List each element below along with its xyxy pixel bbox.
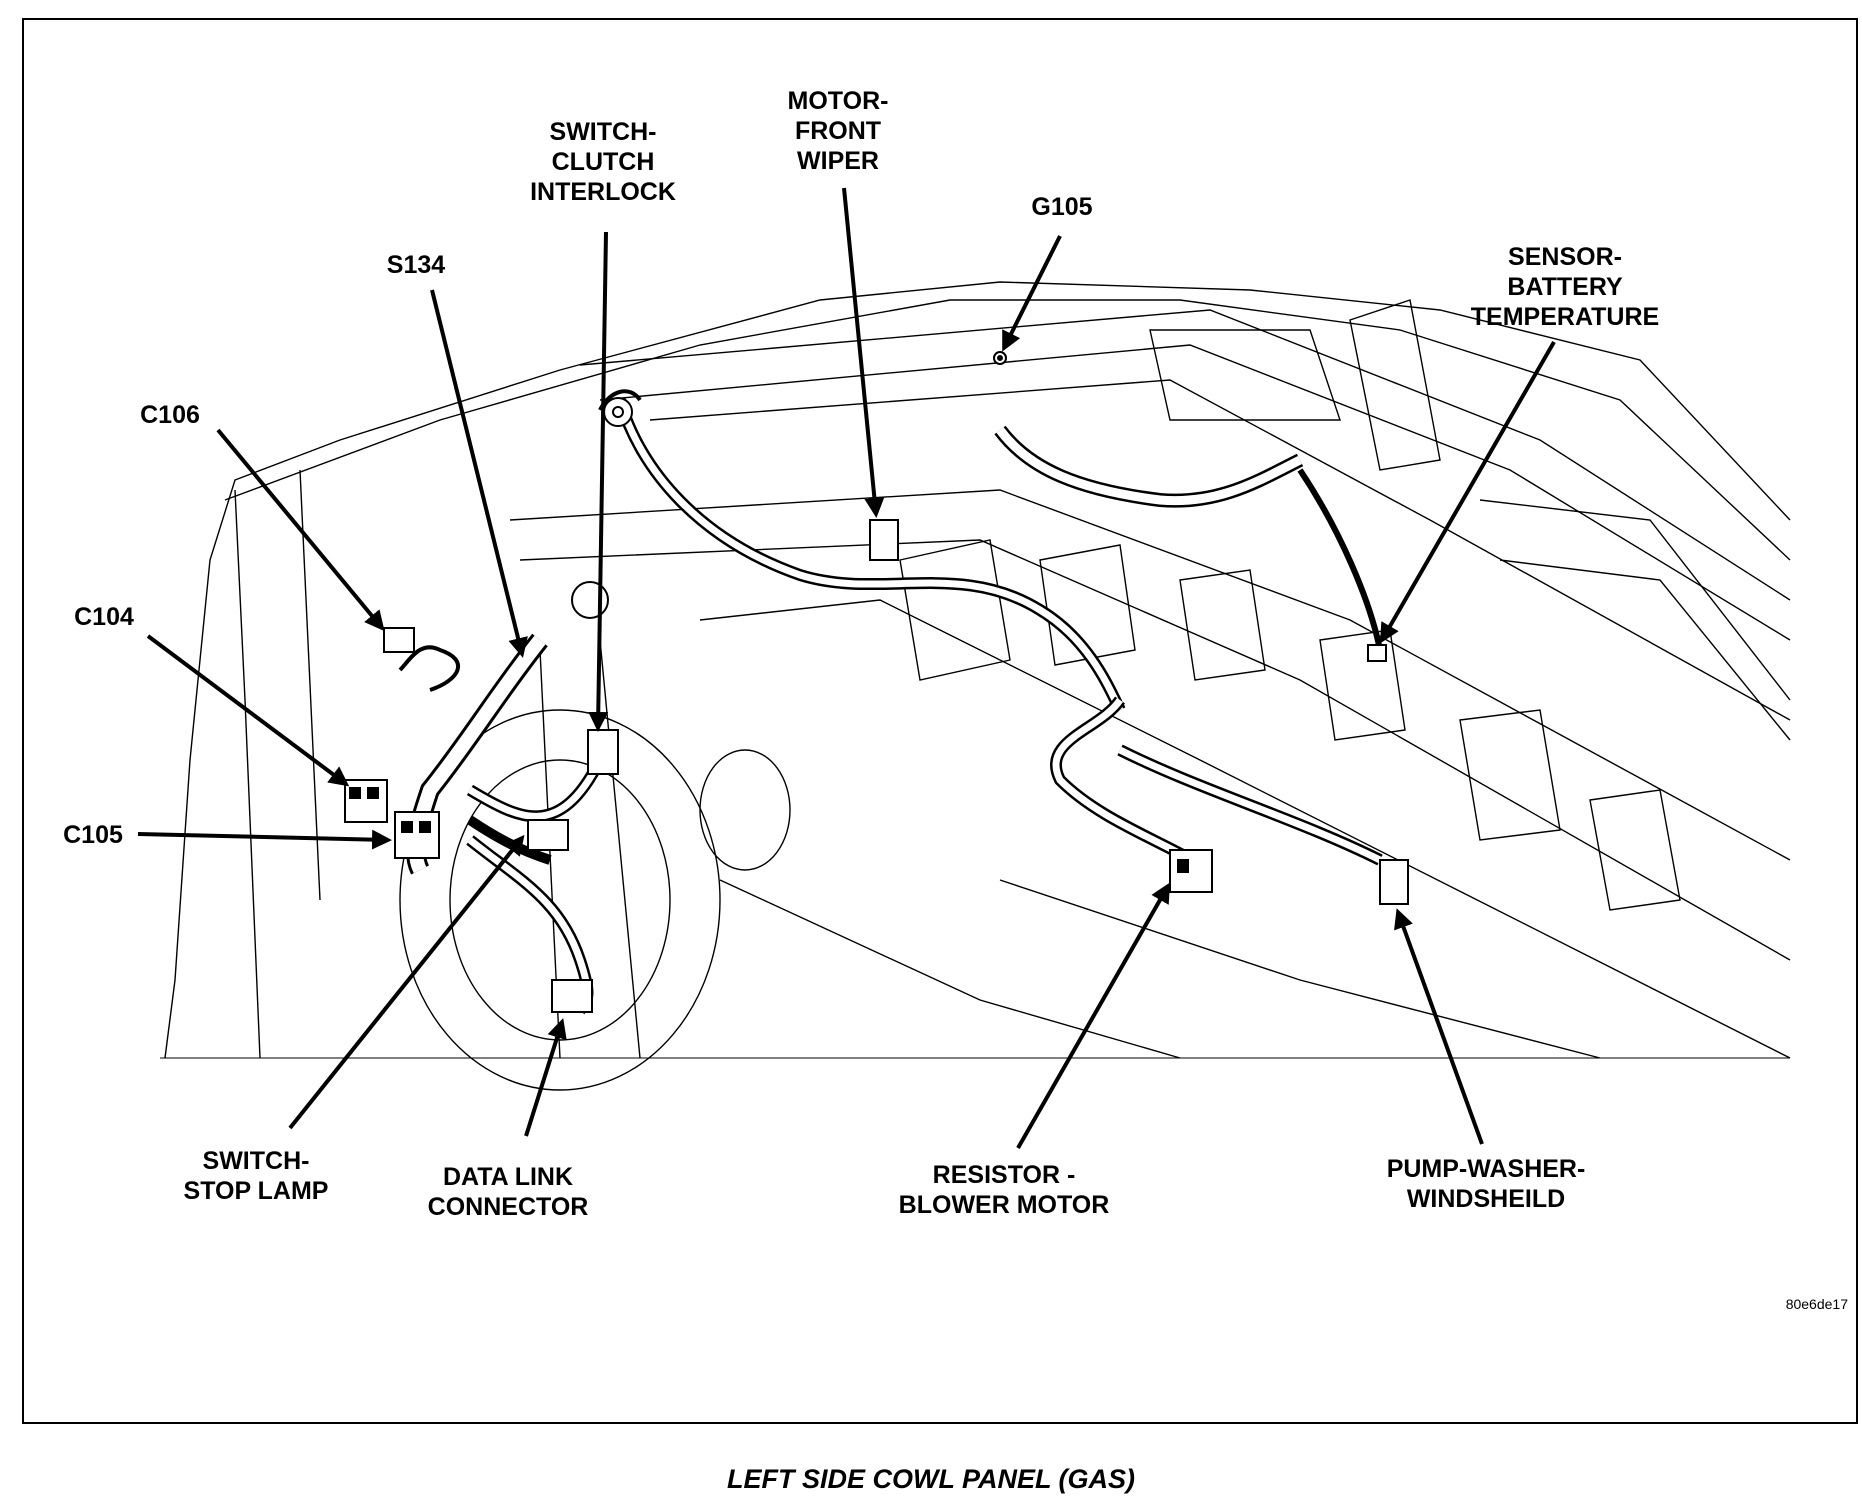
label-data-link-connector: DATA LINK CONNECTOR bbox=[427, 1163, 589, 1221]
label-s134: S134 bbox=[386, 251, 446, 279]
label-g105: G105 bbox=[1031, 193, 1093, 221]
arrow-sensor-battery-temperature bbox=[1380, 341, 1556, 644]
label-resistor-blower-motor: RESISTOR - BLOWER MOTOR bbox=[898, 1161, 1110, 1219]
label-pump-washer-windsheild: PUMP-WASHER- WINDSHEILD bbox=[1386, 1155, 1586, 1213]
arrow-pump-washer-windsheild bbox=[1394, 908, 1484, 1145]
connectors bbox=[344, 351, 1409, 1013]
arrow-resistor-blower-motor bbox=[1016, 882, 1170, 1149]
label-switch-clutch-interlock: SWITCH- CLUTCH INTERLOCK bbox=[530, 118, 676, 206]
wiring-harness bbox=[398, 389, 1383, 1015]
figure-frame bbox=[22, 18, 1858, 1424]
figure-caption: LEFT SIDE COWL PANEL (GAS) bbox=[726, 1464, 1135, 1494]
arrow-switch-stop-lamp bbox=[288, 834, 525, 1130]
cowl-panel-outline bbox=[160, 281, 1791, 1091]
label-c106: C106 bbox=[140, 401, 200, 429]
figure-code: 80e6de17 bbox=[1785, 1296, 1848, 1312]
arrow-c105 bbox=[137, 829, 392, 850]
arrow-switch-clutch-interlock bbox=[588, 231, 609, 732]
arrow-motor-front-wiper bbox=[842, 187, 885, 518]
label-sensor-battery-temperature: SENSOR- BATTERY TEMPERATURE bbox=[1470, 243, 1660, 331]
arrow-g105 bbox=[1002, 235, 1062, 352]
label-switch-stop-lamp: SWITCH- STOP LAMP bbox=[183, 1147, 329, 1205]
arrow-data-link-connector bbox=[524, 1018, 567, 1137]
label-c105: C105 bbox=[63, 821, 123, 849]
arrow-c104 bbox=[146, 634, 350, 787]
label-c104: C104 bbox=[74, 603, 134, 631]
callout-arrows bbox=[137, 187, 1556, 1149]
arrow-s134 bbox=[430, 289, 528, 658]
label-motor-front-wiper: MOTOR- FRONT WIPER bbox=[787, 87, 889, 175]
arrow-c106 bbox=[216, 428, 385, 632]
